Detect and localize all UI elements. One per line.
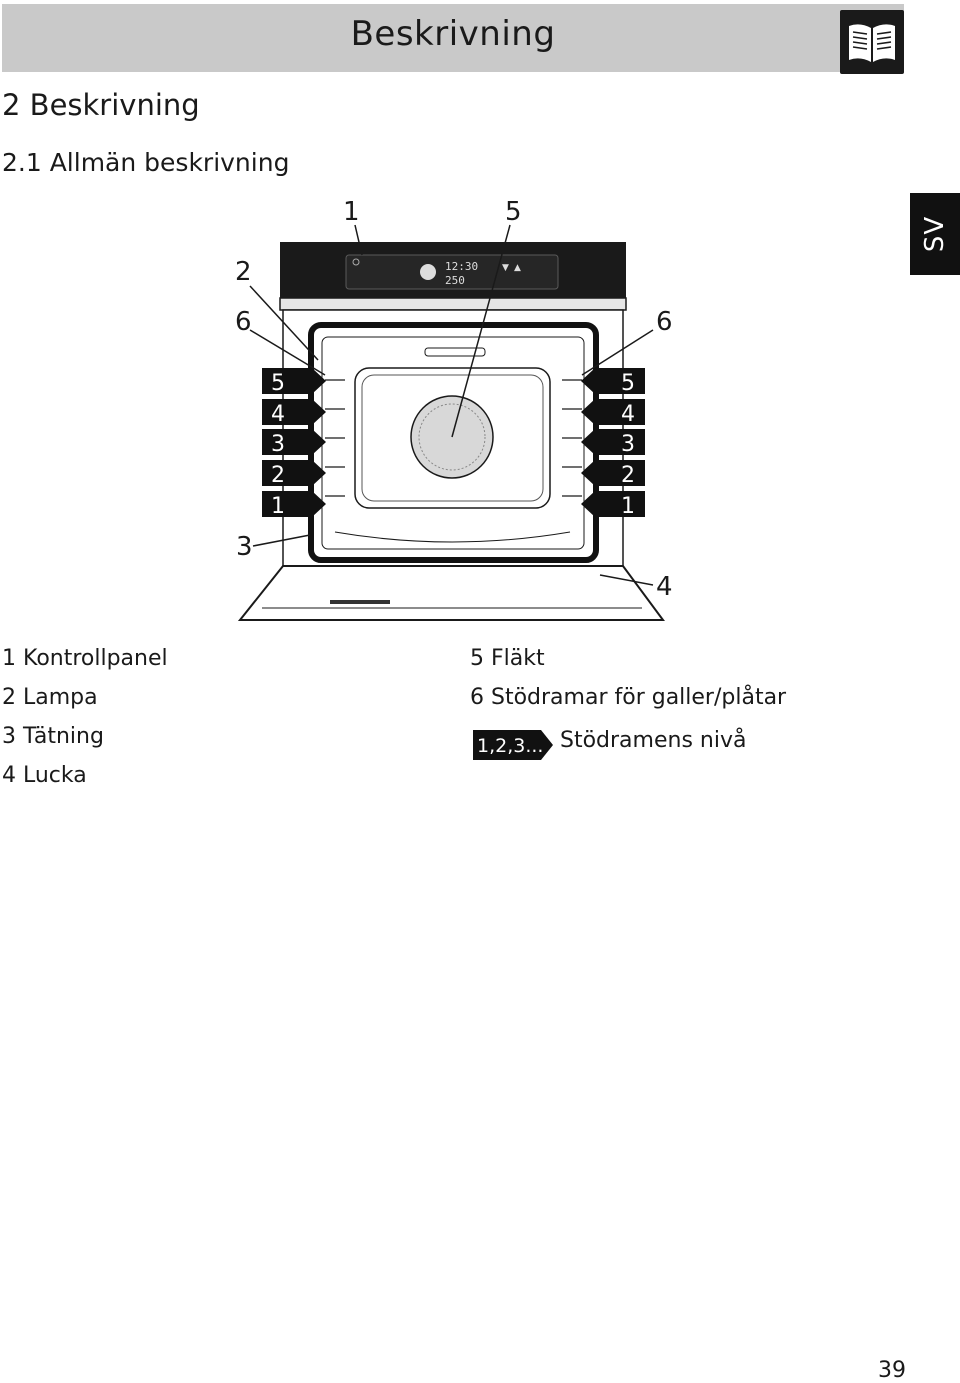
cavity-floor (334, 531, 571, 543)
header-title: Beskrivning (350, 14, 556, 54)
top-heater (424, 347, 486, 357)
callout-5: 5 (505, 197, 522, 227)
subsection-title: 2.1 Allmän beskrivning (2, 148, 290, 177)
power-icon (352, 258, 360, 266)
rack-level-marker (262, 491, 326, 517)
legend-item: 6 Stödramar för galler/plåtar (470, 685, 787, 710)
oven-door (237, 565, 665, 621)
rack-level-marker (581, 460, 645, 486)
rack-level-marker (581, 429, 645, 455)
legend-item: 1 Kontrollpanel (2, 646, 168, 671)
leader-lines (249, 224, 654, 586)
page-number: 39 (878, 1358, 906, 1383)
legend-item: 3 Tätning (2, 724, 104, 749)
rack-level-marker (581, 399, 645, 425)
callout-6-right: 6 (656, 307, 673, 337)
callout-2: 2 (235, 257, 252, 287)
display-time: 12:30 (445, 260, 478, 273)
callout-1: 1 (343, 197, 360, 227)
rack-level-label: 2 (271, 463, 285, 488)
callout-4: 4 (656, 572, 673, 602)
display-temp: 250 (445, 274, 465, 287)
control-display (345, 254, 559, 290)
oven-diagram: 1 5 2 6 6 3 4 12:30 250 ▼ ▲ 5 4 3 2 1 (235, 197, 673, 621)
arrow-down-icon: ▼ (502, 263, 509, 273)
function-knob-icon (420, 264, 436, 280)
legend-item: 5 Fläkt (470, 646, 545, 671)
rack-level-marker (262, 368, 326, 394)
rack-level-marker (262, 399, 326, 425)
header-bar: Beskrivning (2, 4, 904, 74)
rack-level-marker (581, 368, 645, 394)
rack-level-markers-left (262, 368, 326, 517)
rack-level-label: 5 (271, 371, 285, 396)
rack-level-marker (262, 429, 326, 455)
rack-level-label: 4 (271, 402, 285, 427)
rack-level-label: 5 (621, 371, 635, 396)
rack-level-label: 1 (271, 494, 285, 519)
level-badge: 1,2,3... (473, 730, 553, 760)
rack-level-label: 4 (621, 402, 635, 427)
section-title: 2 Beskrivning (2, 88, 200, 122)
legend-item: 4 Lucka (2, 763, 87, 788)
door-handle (330, 600, 390, 604)
rack-level-marker (262, 460, 326, 486)
rack-level-marker (581, 491, 645, 517)
level-text: Stödramens nivå (560, 728, 747, 753)
rack-level-label: 1 (621, 494, 635, 519)
rack-level-label: 2 (621, 463, 635, 488)
rack-level-label: 3 (271, 432, 285, 457)
rack-level-markers-right (581, 368, 645, 517)
callout-6-left: 6 (235, 307, 252, 337)
oven-back-inner (361, 374, 544, 502)
oven-frame (279, 297, 627, 311)
open-book-icon (840, 10, 904, 74)
language-tab: SV (910, 193, 960, 275)
legend-item: 2 Lampa (2, 685, 98, 710)
level-badge-label: 1,2,3... (477, 735, 543, 757)
arrow-up-icon: ▲ (514, 263, 521, 273)
rack-level-label: 3 (621, 432, 635, 457)
callout-3: 3 (236, 532, 253, 562)
rack-supports (325, 379, 582, 497)
